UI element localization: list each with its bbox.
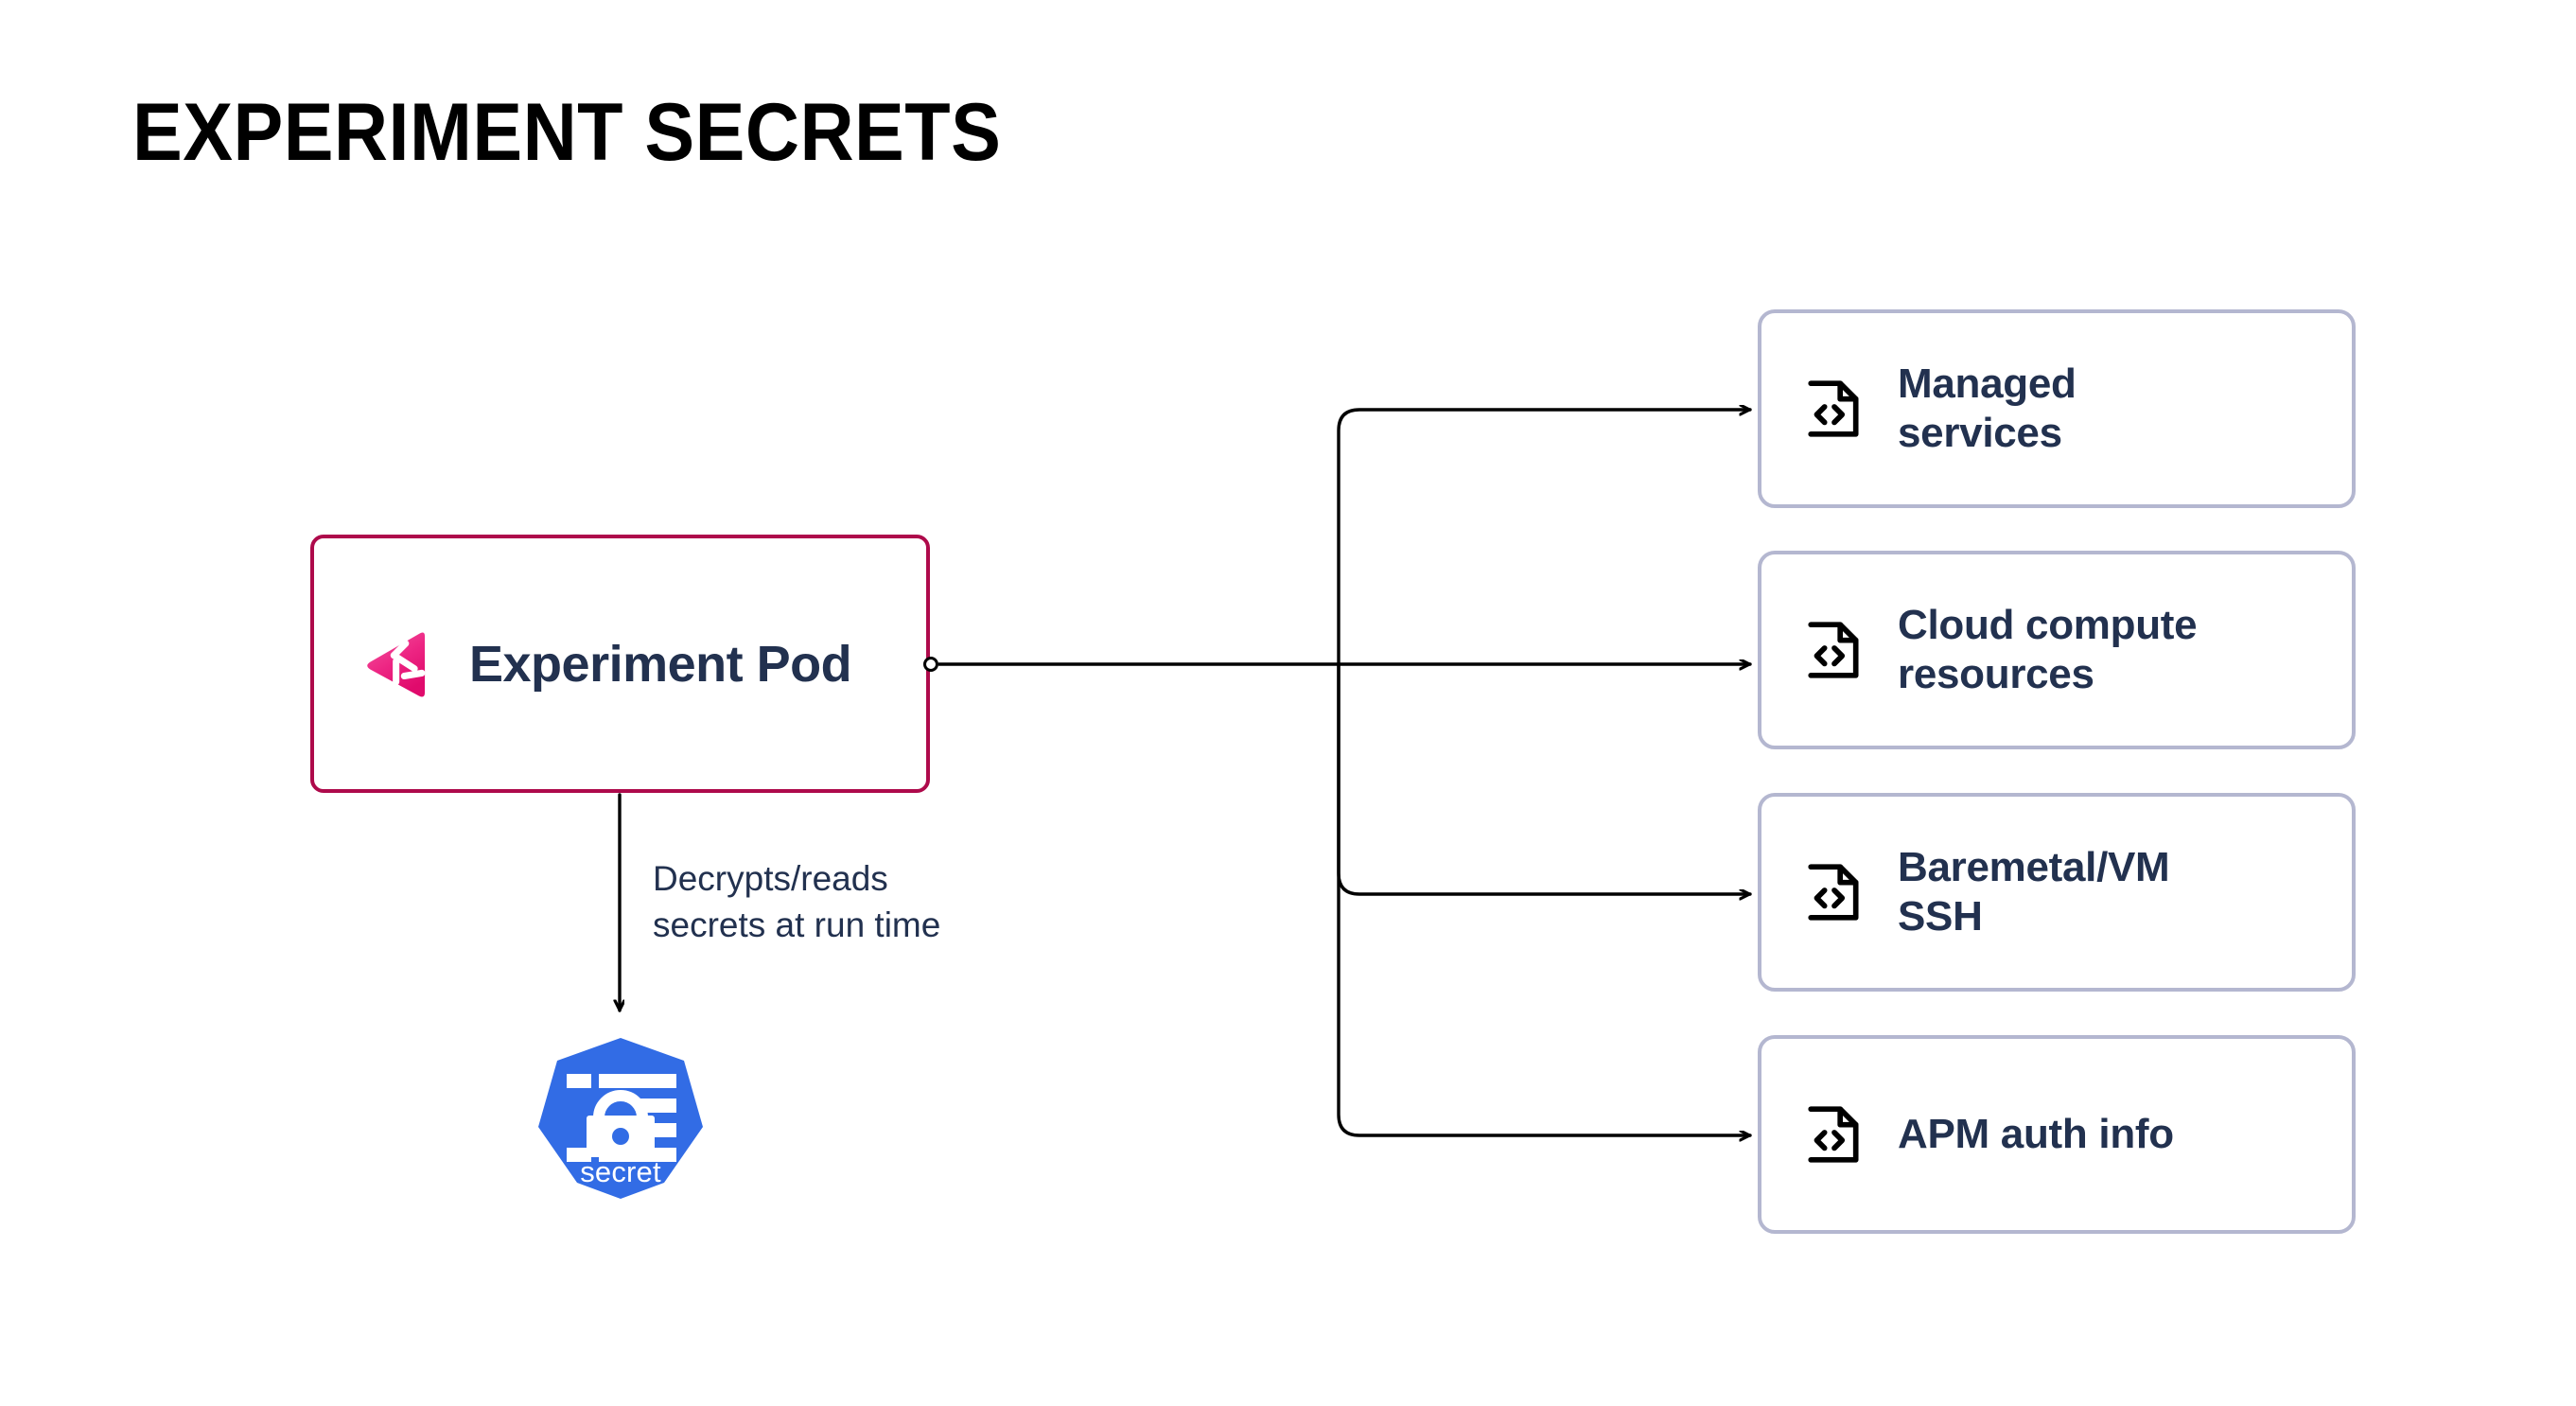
- code-file-icon: [1803, 619, 1866, 681]
- experiment-pod-label: Experiment Pod: [469, 635, 852, 693]
- gremlin-logo-icon: [361, 627, 435, 701]
- kubernetes-secret-node[interactable]: secret: [534, 1036, 707, 1220]
- kubernetes-secret-caption: secret: [580, 1155, 661, 1188]
- code-file-icon: [1803, 378, 1866, 440]
- target-card-cloud-compute-resources[interactable]: Cloud compute resources: [1758, 551, 2356, 749]
- edge-label-line-2: secrets at run time: [653, 905, 941, 944]
- target-card-label: Managed services: [1898, 360, 2077, 458]
- target-card-baremetal-vm-ssh[interactable]: Baremetal/VM SSH: [1758, 793, 2356, 992]
- target-card-label-line-2: services: [1898, 410, 2062, 456]
- target-card-managed-services[interactable]: Managed services: [1758, 309, 2356, 508]
- connector-to-managed-services: [1337, 410, 1752, 666]
- experiment-pod-node[interactable]: Experiment Pod: [310, 535, 930, 793]
- target-card-apm-auth-info[interactable]: APM auth info: [1758, 1035, 2356, 1234]
- target-card-label-line-2: SSH: [1898, 893, 1983, 940]
- code-file-icon: [1803, 861, 1866, 923]
- target-card-label-line-1: Cloud compute: [1898, 602, 2198, 649]
- target-card-label: Cloud compute resources: [1898, 601, 2198, 699]
- target-card-label-line-1: Baremetal/VM: [1898, 844, 2170, 891]
- page-title: EXPERIMENT SECRETS: [132, 87, 1002, 178]
- edge-label-decrypts-reads: Decrypts/reads secrets at run time: [653, 856, 1050, 949]
- edge-label-line-1: Decrypts/reads: [653, 859, 888, 898]
- target-card-label: APM auth info: [1898, 1110, 2174, 1159]
- target-card-label-line-2: resources: [1898, 651, 2094, 697]
- code-file-icon: [1803, 1103, 1866, 1166]
- connection-port-icon: [923, 657, 938, 672]
- kubernetes-secret-icon: [538, 1038, 703, 1199]
- target-card-label: Baremetal/VM SSH: [1898, 843, 2170, 941]
- target-card-label-line-1: APM auth info: [1898, 1111, 2174, 1158]
- target-card-label-line-1: Managed: [1898, 360, 2077, 408]
- connector-to-apm-auth-info: [1337, 662, 1752, 1135]
- connector-to-baremetal-vm-ssh: [1337, 662, 1752, 894]
